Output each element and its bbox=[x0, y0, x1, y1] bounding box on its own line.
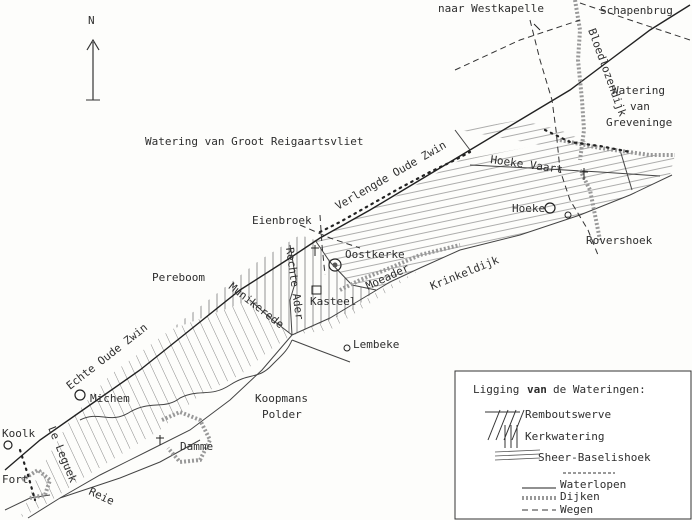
label-watering-greveninge-3: Greveninge bbox=[606, 116, 672, 129]
hoeke-second-symbol bbox=[564, 211, 572, 219]
label-hoeke: Hoeke bbox=[512, 202, 545, 215]
legend-title-part2: van bbox=[527, 383, 547, 396]
legend-item-label: Sheer-Baselishoek bbox=[538, 451, 651, 464]
legend-line-label: Dijken bbox=[560, 490, 600, 503]
settlements bbox=[3, 23, 588, 450]
label-koolk: Koolk bbox=[2, 427, 35, 440]
legend-swatch-sheer-baselishoek bbox=[494, 449, 541, 461]
label-damme: Damme bbox=[180, 440, 213, 453]
label-rovershoek: Rovershoek bbox=[586, 234, 653, 247]
lembeke-symbol bbox=[343, 344, 351, 352]
label-lembeke: Lembeke bbox=[353, 338, 399, 351]
roads bbox=[18, 2, 691, 502]
oostkerke-symbol bbox=[328, 258, 342, 272]
oostkerke-center bbox=[332, 262, 338, 268]
hoeke-symbol bbox=[544, 202, 556, 214]
north-arrow bbox=[86, 38, 100, 101]
legend: Ligging van de Wateringen: Remboutswerve… bbox=[454, 370, 692, 520]
legend-title-part3: de Wateringen: bbox=[553, 383, 646, 396]
label-kasteel: Kasteel bbox=[310, 295, 356, 308]
label-westkapelle: naar Westkapelle bbox=[438, 2, 544, 15]
legend-line-label: Wegen bbox=[560, 503, 593, 516]
label-fort: Fort bbox=[2, 473, 29, 486]
label-koopmans-1: Koopmans bbox=[255, 392, 308, 405]
label-schapenbrug: Schapenbrug bbox=[600, 4, 673, 17]
legend-item-label: Remboutswerve bbox=[525, 408, 611, 421]
region-remboutswerve bbox=[20, 270, 420, 518]
label-koopmans-2: Polder bbox=[262, 408, 302, 421]
label-bloedlozendijk: Bloedlozendijk bbox=[585, 27, 629, 119]
legend-item-label: Kerkwatering bbox=[525, 430, 604, 443]
region-kerkwatering bbox=[170, 235, 376, 335]
label-michem: Michem bbox=[90, 392, 130, 405]
label-reie: Reie bbox=[87, 485, 117, 508]
dikes bbox=[20, 0, 675, 500]
label-pereboom: Pereboom bbox=[152, 271, 205, 284]
kasteel-symbol bbox=[311, 285, 322, 295]
label-watering-greveninge-1: Watering bbox=[612, 84, 665, 97]
legend-line-label: Waterlopen bbox=[560, 478, 626, 491]
michem-symbol bbox=[74, 389, 86, 401]
north-label: N bbox=[88, 14, 95, 27]
legend-box bbox=[454, 370, 692, 520]
label-watering-greveninge-2: van bbox=[630, 100, 650, 113]
legend-swatch-kerkwatering bbox=[504, 425, 518, 448]
legend-swatch-remboutswerve bbox=[485, 409, 525, 441]
legend-title-part1: Ligging bbox=[473, 383, 519, 396]
label-eienbroek: Eienbroek bbox=[252, 214, 312, 227]
label-groot-reigaartsvliet: Watering van Groot Reigaartsvliet bbox=[145, 135, 364, 148]
label-oostkerke: Oostkerke bbox=[345, 248, 405, 261]
koolk-symbol bbox=[3, 440, 13, 450]
